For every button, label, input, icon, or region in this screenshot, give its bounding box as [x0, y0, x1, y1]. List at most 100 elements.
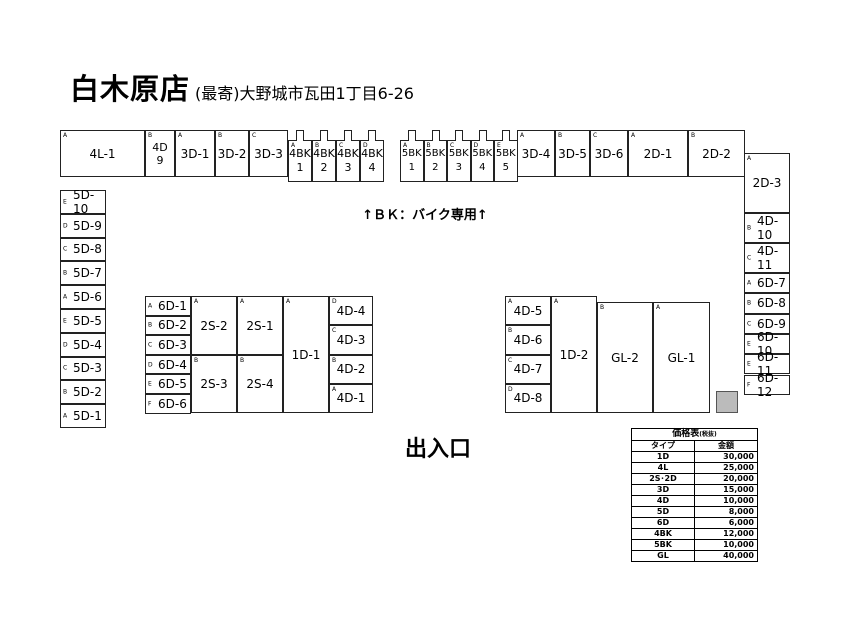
storage-unit-3d-3[interactable]: C 3D-3 — [249, 130, 288, 177]
unit-label: 6D-3 — [158, 337, 187, 352]
unit-label: 3D-3 — [254, 146, 283, 161]
unit-label: 4D-1 — [336, 391, 366, 406]
unit-label: 4D 9 — [152, 140, 168, 167]
unit-letter: B — [747, 299, 752, 307]
storage-unit-6d-5[interactable]: E 6D-5 — [145, 374, 191, 394]
unit-letter: A — [554, 298, 559, 305]
unit-label: 5BK 1 — [401, 148, 422, 173]
unit-label: 6D-5 — [158, 377, 187, 392]
unit-label: 5BK 2 — [425, 148, 446, 173]
unit-label: 4L-1 — [89, 146, 116, 161]
unit-letter: B — [315, 142, 320, 149]
unit-letter: C — [252, 132, 257, 139]
price-value: 30,000 — [694, 451, 758, 463]
unit-letter: B — [691, 132, 696, 139]
unit-label: 5BK 5 — [495, 148, 516, 173]
unit-letter: B — [148, 321, 153, 329]
unit-letter: E — [747, 340, 751, 348]
unit-label: 5D-4 — [73, 337, 102, 352]
unit-label: 3D-2 — [217, 146, 247, 161]
unit-letter: E — [63, 317, 67, 325]
unit-letter: C — [339, 142, 344, 149]
unit-label: 5D-7 — [73, 266, 102, 281]
unit-letter: F — [747, 381, 751, 389]
unit-label: 2S-1 — [246, 318, 274, 333]
unit-label: 4D-7 — [513, 362, 543, 377]
storage-unit-1d-2[interactable]: A 1D-2 — [551, 296, 597, 413]
unit-letter: D — [473, 142, 479, 149]
unit-label: 3D-6 — [594, 146, 624, 161]
unit-letter: A — [148, 302, 153, 310]
unit-label: 5D-1 — [73, 409, 102, 424]
price-value: 40,000 — [694, 550, 758, 562]
unit-letter: E — [148, 380, 152, 388]
unit-letter: A — [520, 132, 525, 139]
unit-label: 3D-1 — [180, 146, 210, 161]
price-value: 6,000 — [694, 517, 758, 529]
unit-letter: B — [747, 224, 752, 232]
unit-label: 2S-2 — [200, 318, 228, 333]
unit-label: 1D-2 — [559, 347, 589, 362]
unit-letter: C — [63, 364, 68, 372]
